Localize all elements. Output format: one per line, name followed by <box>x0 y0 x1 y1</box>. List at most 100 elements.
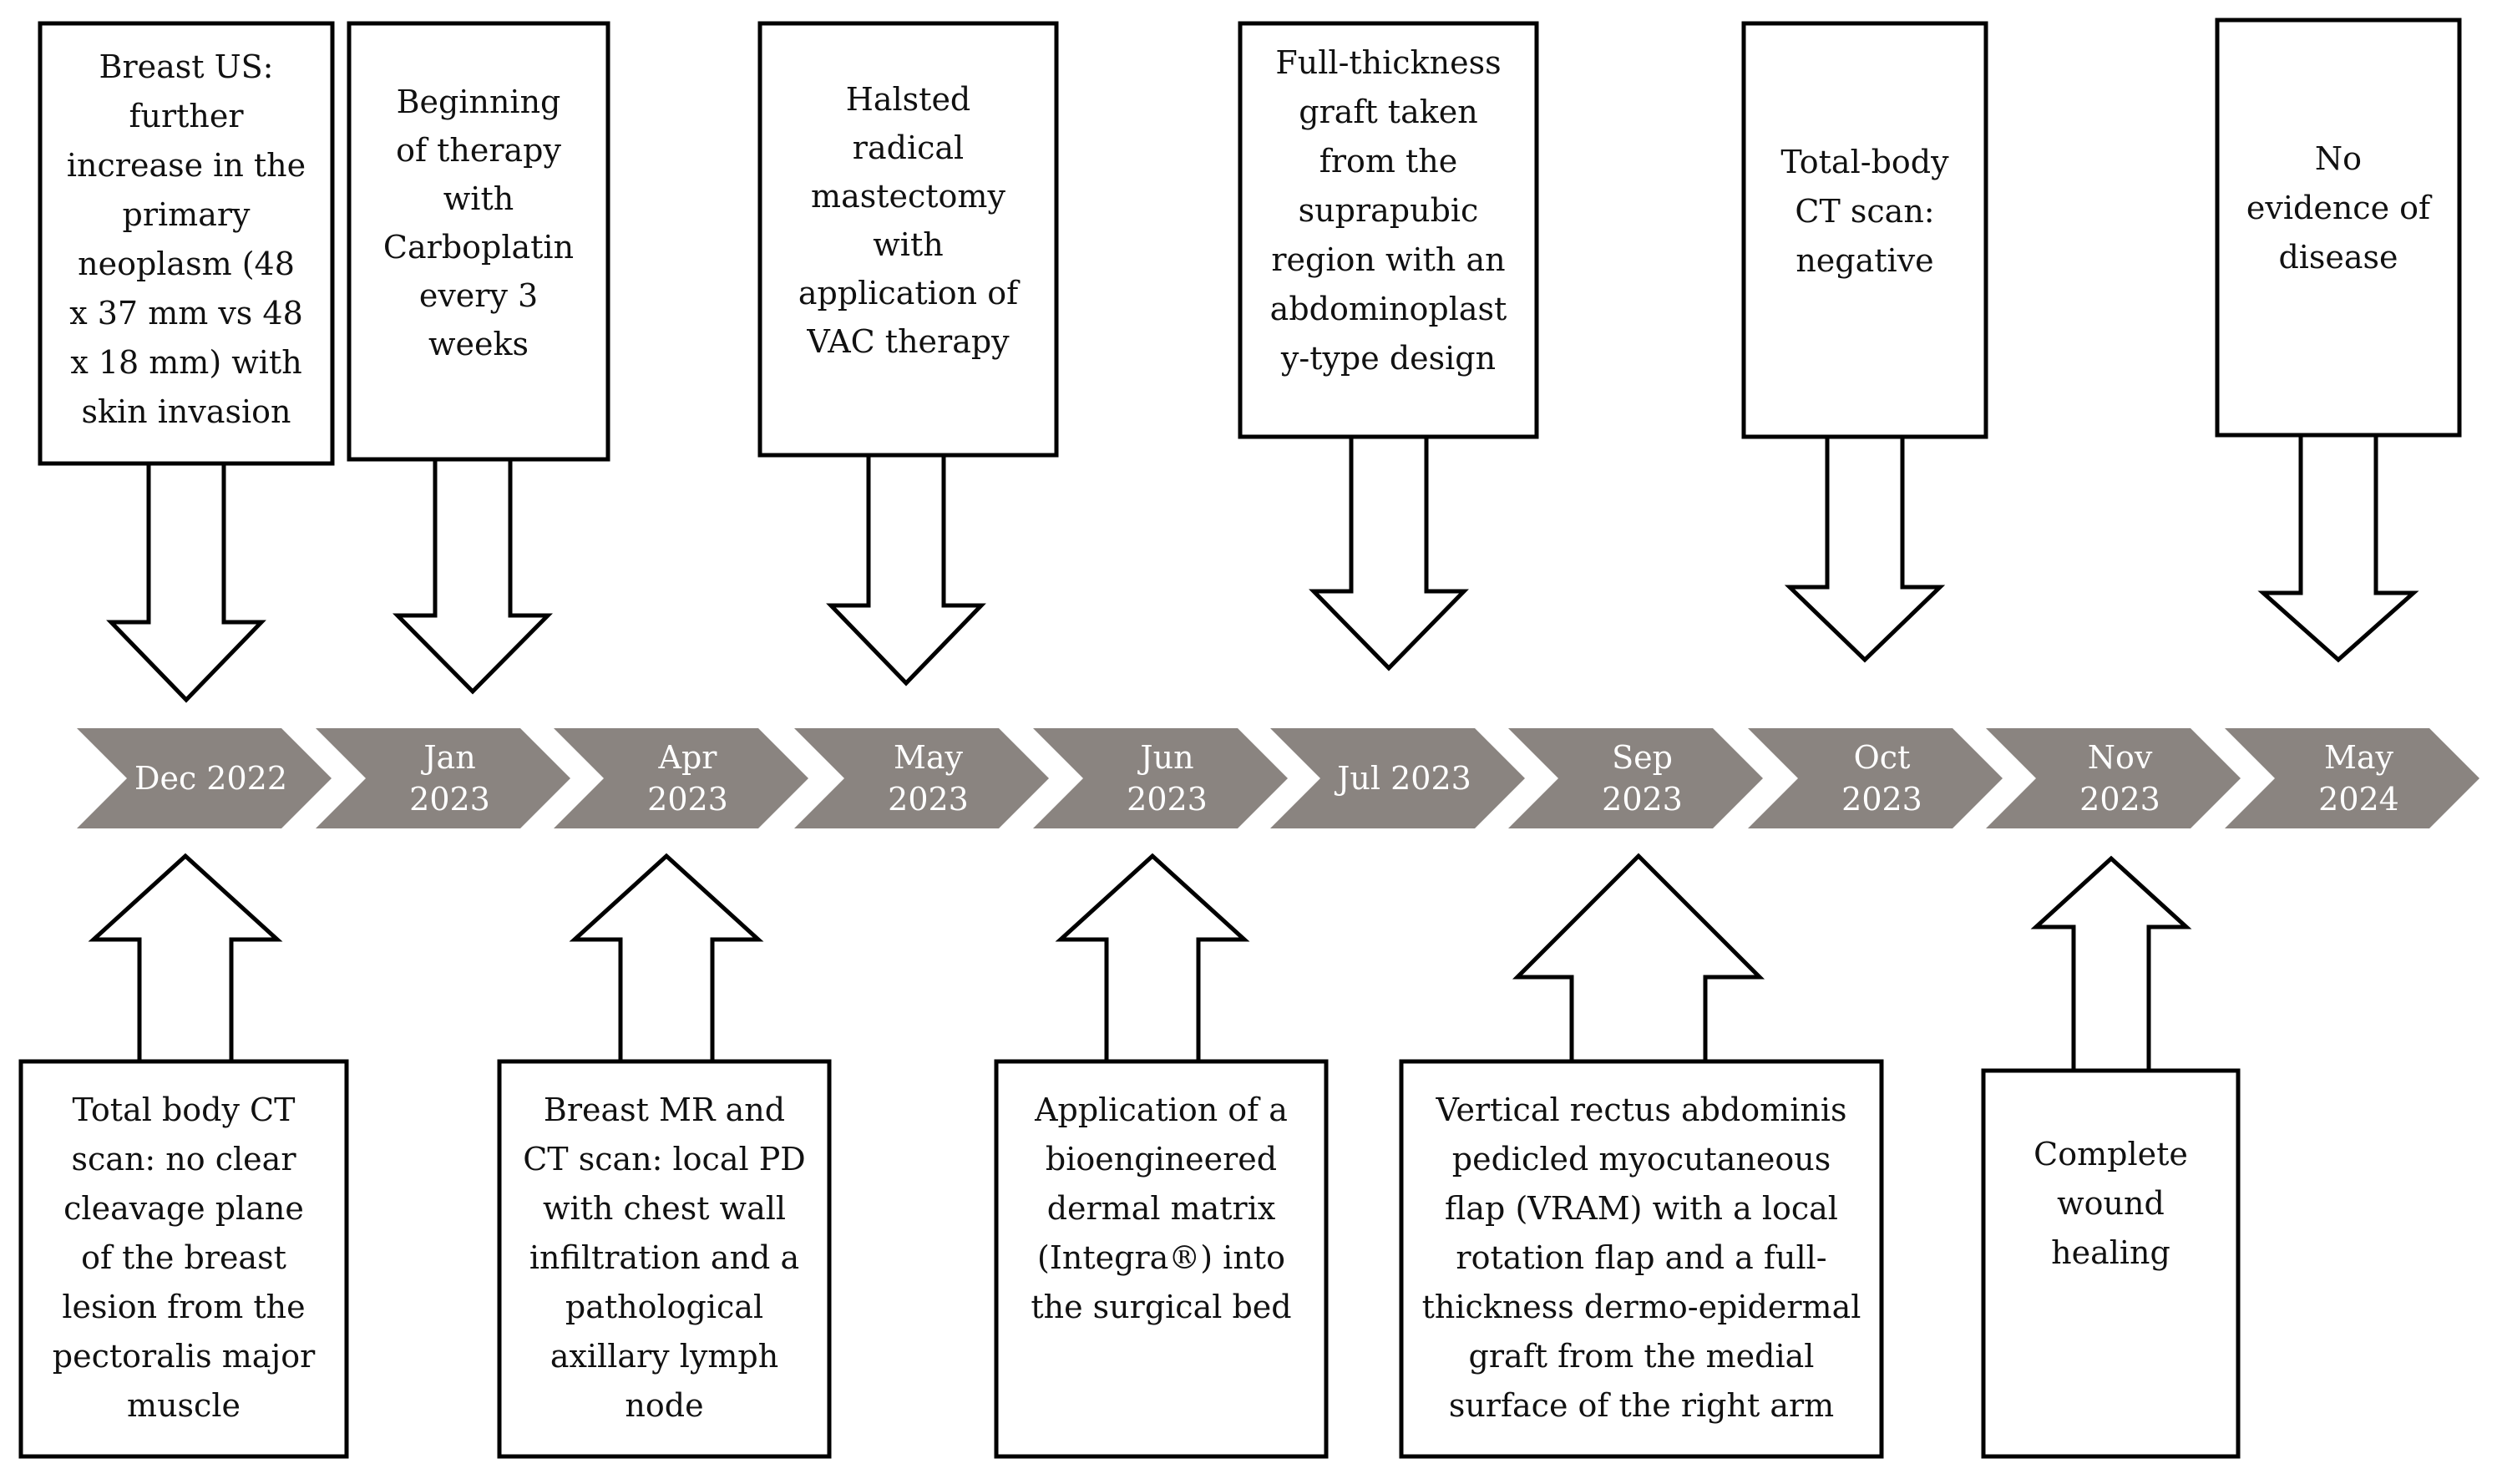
period-label: 2023 <box>647 781 728 818</box>
event-text-line: with <box>873 226 943 263</box>
timeline-chevron <box>77 728 332 828</box>
timeline-chevron <box>1748 728 2003 828</box>
event-text-line: neoplasm (48 <box>78 246 295 282</box>
timeline-period: Jun 2023 <box>1033 728 1288 828</box>
up-arrow <box>569 853 764 1064</box>
timeline-chevron <box>1270 728 1525 828</box>
event-text-line: Complete <box>2034 1136 2188 1173</box>
event-box <box>994 1059 1329 1459</box>
period-label: Oct <box>1854 739 1911 776</box>
event-box <box>347 21 610 462</box>
event-text-line: pedicled myocutaneous <box>1452 1141 1831 1178</box>
event-text-line: further <box>129 98 244 134</box>
event-text-line: disease <box>2278 239 2398 276</box>
event-text-line: the surgical bed <box>1031 1289 1291 1325</box>
event-text-line: Total-body <box>1780 144 1949 180</box>
event-text-line: pathological <box>565 1289 763 1325</box>
event-text-line: radical <box>853 129 964 166</box>
event-text-line: (Integra®) into <box>1037 1239 1285 1276</box>
down-arrow <box>2257 433 2419 663</box>
down-arrow <box>1784 434 1946 663</box>
timeline-chevron <box>554 728 808 828</box>
event-box <box>497 1059 832 1459</box>
period-label: 2023 <box>1602 781 1683 818</box>
event-box <box>1981 1068 2241 1459</box>
event-text-line: region with an <box>1271 241 1505 278</box>
event-text-line: primary <box>123 196 251 233</box>
event-text-line: of therapy <box>396 132 561 169</box>
event-box <box>2215 18 2462 438</box>
timeline-period: Sep 2023 <box>1508 728 1763 828</box>
event-text-line: abdominoplast <box>1270 291 1507 327</box>
event-text-line: Breast US: <box>99 48 274 85</box>
event-text-line: Total body CT <box>73 1091 296 1128</box>
timeline-chevron <box>1508 728 1763 828</box>
event-box <box>1399 1059 1884 1459</box>
up-arrow <box>1512 853 1765 1064</box>
up-arrow <box>88 853 283 1064</box>
timeline-chevron <box>794 728 1049 828</box>
up-arrow <box>2030 855 2192 1073</box>
timeline-chevron <box>1986 728 2241 828</box>
period-label: 2023 <box>1127 781 1208 818</box>
event-text-line: mastectomy <box>811 178 1005 215</box>
event-text-line: lesion from the <box>62 1289 305 1325</box>
event-text-line: with <box>443 180 514 217</box>
event-text-line: rotation flap and a full- <box>1456 1239 1826 1276</box>
event-text-line: axillary lymph <box>550 1338 778 1375</box>
event-text-line: CT scan: local PD <box>523 1141 806 1178</box>
event-text-line: Vertical rectus abdominis <box>1436 1091 1847 1128</box>
event-text-line: with chest wall <box>543 1190 786 1227</box>
event-text-line: every 3 <box>419 277 538 314</box>
down-arrow <box>826 453 986 686</box>
period-label: Jun <box>1137 739 1193 776</box>
event-text-line: evidence of <box>2246 190 2433 226</box>
period-label: May <box>894 739 964 776</box>
event-text-line: node <box>625 1387 703 1424</box>
event-text-line: bioengineered <box>1046 1141 1277 1178</box>
event-box <box>757 21 1059 458</box>
event-text-line: No <box>2315 140 2362 177</box>
period-label: May <box>2324 739 2394 776</box>
event-text-line: infiltration and a <box>529 1239 799 1276</box>
period-label: 2023 <box>888 781 969 818</box>
timeline-period: Jul 2023 <box>1270 728 1525 828</box>
down-arrow <box>393 457 553 695</box>
event-text-line: negative <box>1796 242 1933 279</box>
period-label: Sep <box>1612 739 1673 776</box>
event-text-line: VAC therapy <box>806 323 1010 360</box>
event-text-line: CT scan: <box>1795 193 1934 230</box>
up-arrow <box>1055 853 1250 1064</box>
timeline-period: May 2023 <box>794 728 1049 828</box>
event-text-line: surface of the right arm <box>1449 1387 1834 1424</box>
event-text-line: muscle <box>127 1387 241 1424</box>
event-text-line: graft from the medial <box>1469 1338 1815 1375</box>
event-text-line: graft taken <box>1299 94 1477 130</box>
top-event: No evidence of disease <box>2215 18 2462 663</box>
event-text-line: Full-thickness <box>1275 44 1501 81</box>
period-label: 2023 <box>409 781 490 818</box>
event-text-line: x 37 mm vs 48 <box>69 295 303 332</box>
event-box <box>38 21 335 466</box>
event-text-line: thickness dermo-epidermal <box>1422 1289 1861 1325</box>
event-text-line: Halsted <box>846 81 971 118</box>
timeline-period: Dec 2022 <box>77 728 332 828</box>
event-text-line: dermal matrix <box>1047 1190 1276 1227</box>
bottom-event: Vertical rectus abdominis pedicled myocut… <box>1399 853 1884 1459</box>
event-text-line: cleavage plane <box>63 1190 304 1227</box>
event-text-line: application of <box>798 275 1021 311</box>
period-label: 2023 <box>2079 781 2160 818</box>
